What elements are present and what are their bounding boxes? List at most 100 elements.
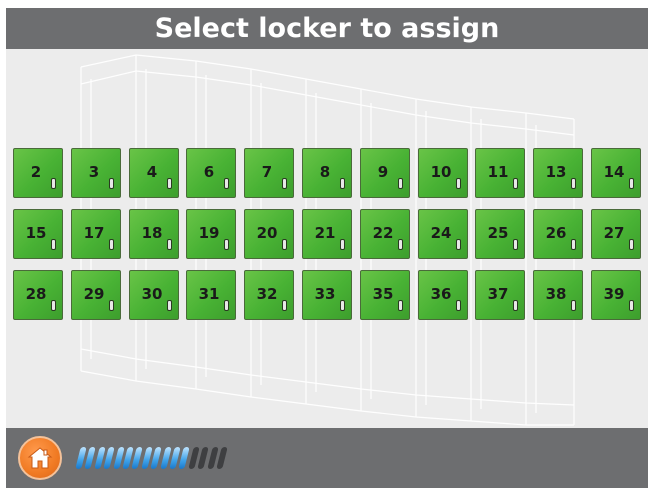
locker-button[interactable]: 29 [71,270,121,320]
locker-handle-icon [282,178,287,189]
home-icon [27,447,53,469]
locker-button[interactable]: 26 [533,209,583,259]
locker-button[interactable]: 21 [302,209,352,259]
locker-button[interactable]: 30 [129,270,179,320]
locker-button[interactable]: 22 [360,209,410,259]
locker-number: 21 [314,224,336,242]
locker-button[interactable]: 17 [71,209,121,259]
locker-handle-icon [340,300,345,311]
locker-button[interactable]: 13 [533,148,583,198]
locker-number: 11 [487,163,509,181]
page-title: Select locker to assign [6,8,648,49]
locker-number: 13 [545,163,567,181]
locker-handle-icon [167,178,172,189]
locker-handle-icon [340,239,345,250]
locker-button[interactable]: 6 [186,148,236,198]
locker-button[interactable]: 36 [418,270,468,320]
locker-handle-icon [109,300,114,311]
locker-button[interactable]: 9 [360,148,410,198]
locker-button[interactable]: 8 [302,148,352,198]
locker-button[interactable]: 32 [244,270,294,320]
locker-handle-icon [456,239,461,250]
locker-handle-icon [456,178,461,189]
locker-number: 33 [314,285,336,303]
locker-button[interactable]: 28 [13,270,63,320]
locker-number: 4 [146,163,158,181]
locker-number: 3 [88,163,100,181]
locker-handle-icon [51,300,56,311]
locker-button[interactable]: 14 [591,148,641,198]
locker-button[interactable]: 7 [244,148,294,198]
locker-button[interactable]: 3 [71,148,121,198]
locker-handle-icon [224,239,229,250]
locker-number: 9 [377,163,389,181]
locker-handle-icon [456,300,461,311]
locker-number: 27 [603,224,625,242]
home-button[interactable] [18,436,62,480]
locker-number: 8 [319,163,331,181]
locker-button[interactable]: 25 [475,209,525,259]
locker-number: 24 [430,224,452,242]
locker-handle-icon [629,300,634,311]
locker-button[interactable]: 15 [13,209,63,259]
locker-number: 29 [83,285,105,303]
locker-handle-icon [513,239,518,250]
locker-handle-icon [282,239,287,250]
locker-number: 2 [30,163,42,181]
locker-number: 7 [261,163,273,181]
locker-number: 39 [603,285,625,303]
locker-number: 10 [430,163,452,181]
locker-number: 18 [141,224,163,242]
locker-number: 17 [83,224,105,242]
locker-button[interactable]: 31 [186,270,236,320]
locker-button[interactable]: 20 [244,209,294,259]
locker-handle-icon [398,239,403,250]
locker-button[interactable]: 11 [475,148,525,198]
locker-button[interactable]: 38 [533,270,583,320]
locker-button[interactable]: 35 [360,270,410,320]
locker-number: 20 [256,224,278,242]
app-frame: Select locker to assign [6,8,648,488]
locker-number: 31 [198,285,220,303]
locker-button[interactable]: 19 [186,209,236,259]
locker-number: 30 [141,285,163,303]
locker-handle-icon [167,239,172,250]
locker-handle-icon [398,300,403,311]
locker-handle-icon [51,239,56,250]
locker-button[interactable]: 33 [302,270,352,320]
locker-handle-icon [571,239,576,250]
locker-button[interactable]: 2 [13,148,63,198]
locker-handle-icon [340,178,345,189]
locker-handle-icon [513,178,518,189]
locker-button[interactable]: 27 [591,209,641,259]
locker-handle-icon [109,178,114,189]
locker-button[interactable]: 10 [418,148,468,198]
locker-button[interactable]: 18 [129,209,179,259]
locker-button[interactable]: 39 [591,270,641,320]
locker-handle-icon [571,178,576,189]
locker-handle-icon [109,239,114,250]
footer-bar [6,428,648,488]
locker-number: 6 [203,163,215,181]
locker-handle-icon [398,178,403,189]
locker-row: 2 3 4 6 7 8 9 10 11 13 14 [13,148,643,200]
locker-handle-icon [571,300,576,311]
locker-number: 25 [487,224,509,242]
locker-button[interactable]: 4 [129,148,179,198]
locker-number: 32 [256,285,278,303]
locker-handle-icon [224,178,229,189]
locker-number: 37 [487,285,509,303]
locker-number: 28 [25,285,47,303]
locker-row: 15 17 18 19 20 21 22 24 25 26 27 [13,209,643,261]
locker-number: 22 [372,224,394,242]
locker-number: 26 [545,224,567,242]
locker-button[interactable]: 24 [418,209,468,259]
locker-handle-icon [224,300,229,311]
locker-button[interactable]: 37 [475,270,525,320]
locker-handle-icon [51,178,56,189]
locker-number: 38 [545,285,567,303]
locker-handle-icon [282,300,287,311]
locker-handle-icon [167,300,172,311]
locker-number: 14 [603,163,625,181]
